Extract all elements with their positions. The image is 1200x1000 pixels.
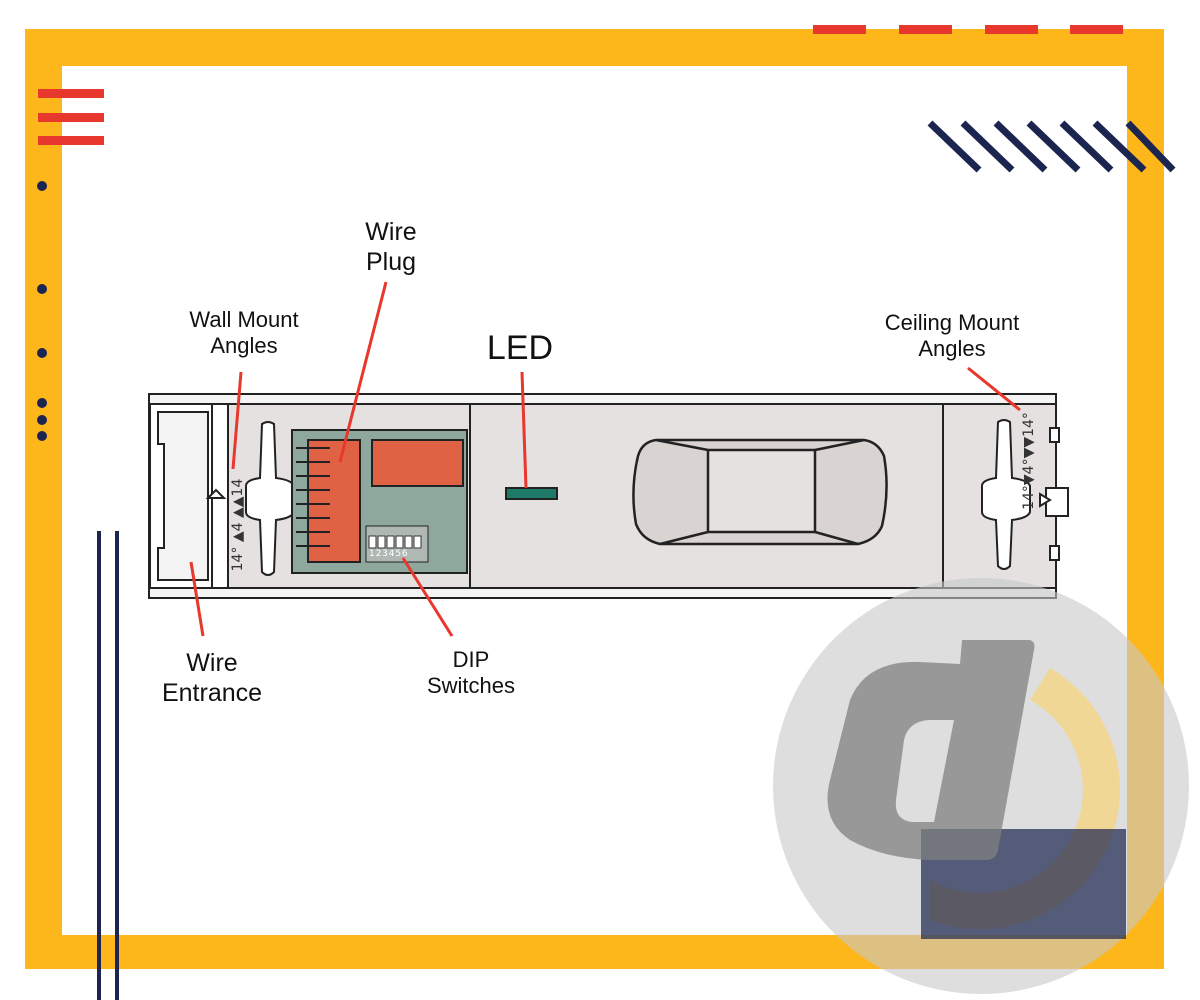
ceiling-mount-pointer	[967, 366, 1021, 412]
label-wire-plug: Wire Plug	[365, 218, 417, 276]
ceiling-angle-ticks: 14°▼4°▼▼14°	[1021, 412, 1037, 510]
circuit-board	[291, 429, 468, 574]
wire-plug-pointer	[338, 281, 388, 463]
dots-decoration	[37, 181, 47, 441]
dash-line-top	[813, 25, 1123, 34]
wall-angle-ticks: 14° ▲4 ▲▲14	[230, 478, 246, 572]
dip-switch-toggles	[368, 535, 422, 549]
right-mount-slot	[981, 419, 1069, 570]
wire-entrance-slot	[149, 403, 229, 589]
wall-mount-pointer	[231, 371, 243, 470]
label-led: LED	[486, 329, 554, 367]
wire-entrance-pointer	[189, 561, 205, 637]
vertical-lines	[97, 531, 119, 1000]
label-ceiling-mount: Ceiling Mount Angles	[884, 310, 1020, 362]
led-pointer	[520, 371, 528, 489]
diagonal-stripes	[927, 120, 1176, 173]
callout-lines	[189, 281, 1021, 637]
left-mount-slot	[245, 421, 295, 576]
dip-switch-numbers: 1 2 3 4 5 6	[369, 549, 408, 559]
label-dip-switches: DIP Switches	[426, 647, 516, 699]
lens-window	[632, 438, 888, 546]
label-wall-mount: Wall Mount Angles	[189, 307, 299, 359]
led-indicator	[505, 487, 558, 500]
dip-switches-pointer	[401, 557, 454, 637]
label-wire-entrance: Wire Entrance	[161, 649, 263, 707]
wire-plug-pins	[296, 447, 330, 547]
menu-bars-icon	[38, 89, 104, 145]
